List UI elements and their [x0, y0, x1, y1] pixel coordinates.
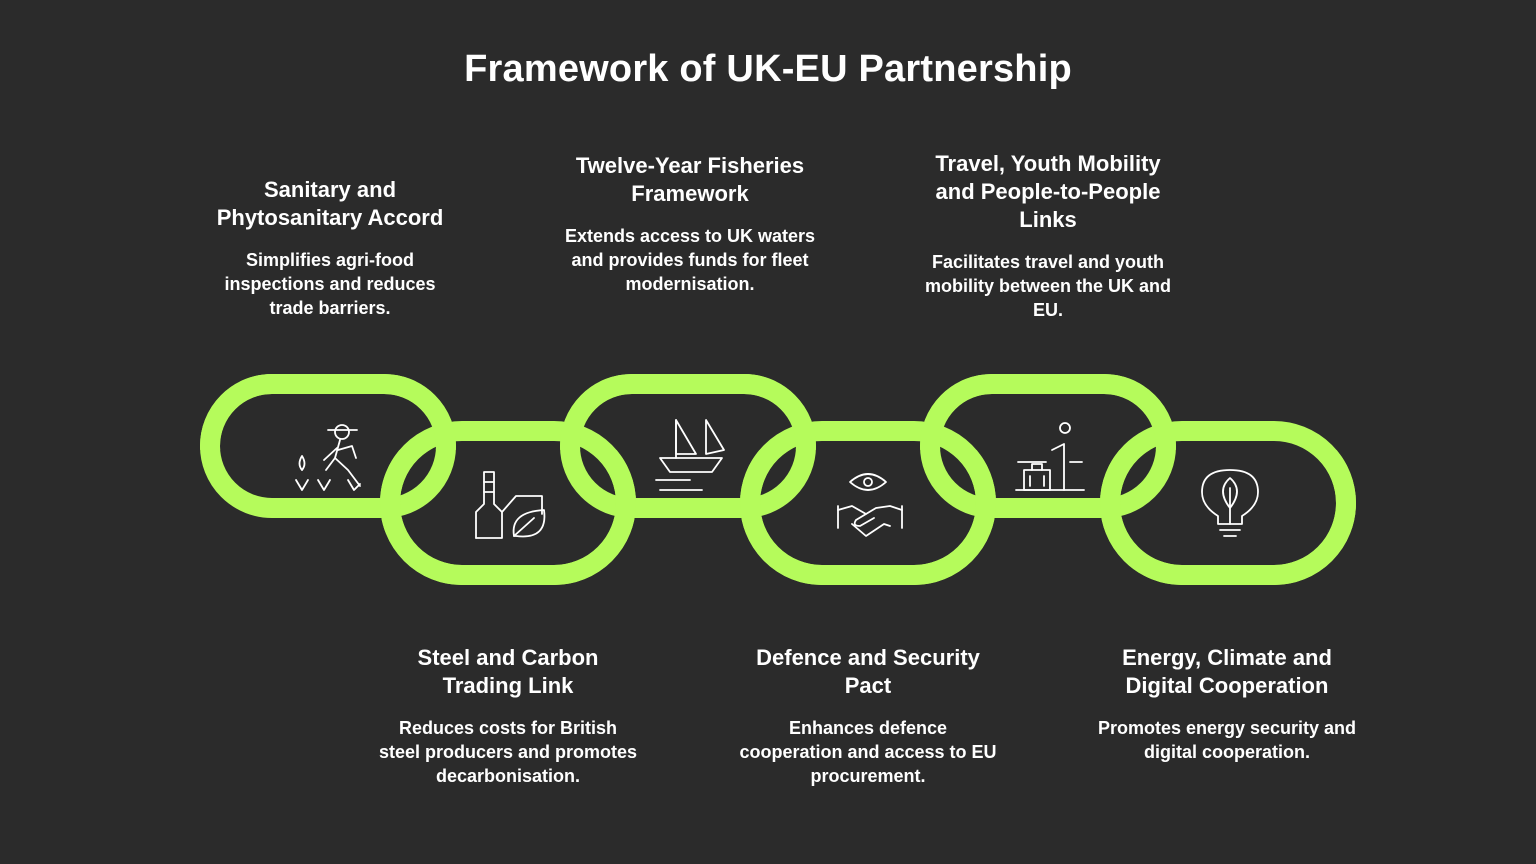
factory-leaf-icon	[475, 471, 546, 539]
sailboat-icon	[655, 419, 725, 491]
item-description: Reduces costs for British steel producer…	[378, 718, 638, 786]
item-heading: Steel and Carbon Trading Link	[417, 645, 599, 698]
item-description: Enhances defence cooperation and access …	[739, 718, 997, 786]
item-description: Extends access to UK waters and provides…	[564, 226, 816, 294]
travel-growth-icon	[1015, 422, 1085, 491]
handshake-eye-icon	[837, 473, 903, 537]
item-heading: Travel, Youth Mobility and People-to-Peo…	[935, 151, 1161, 232]
eco-bulb-icon	[1201, 469, 1259, 537]
item-sanitary: Sanitary and Phytosanitary Accord Simpli…	[200, 176, 460, 320]
item-steel: Steel and Carbon Trading Link Reduces co…	[378, 644, 638, 788]
farmer-planting-icon	[295, 424, 361, 491]
item-travel: Travel, Youth Mobility and People-to-Peo…	[918, 150, 1178, 322]
page-title: Framework of UK-EU Partnership	[464, 48, 1072, 90]
item-description: Facilitates travel and youth mobility be…	[924, 252, 1172, 320]
item-energy: Energy, Climate and Digital Cooperation …	[1097, 644, 1357, 764]
item-description: Promotes energy security and digital coo…	[1097, 718, 1357, 762]
item-heading: Twelve-Year Fisheries Framework	[575, 153, 805, 206]
item-fisheries: Twelve-Year Fisheries Framework Extends …	[560, 152, 820, 296]
item-heading: Defence and Security Pact	[756, 645, 980, 698]
item-heading: Sanitary and Phytosanitary Accord	[216, 177, 444, 230]
item-heading: Energy, Climate and Digital Cooperation	[1122, 645, 1332, 698]
item-description: Simplifies agri-food inspections and red…	[224, 250, 436, 318]
item-defence: Defence and Security Pact Enhances defen…	[738, 644, 998, 788]
